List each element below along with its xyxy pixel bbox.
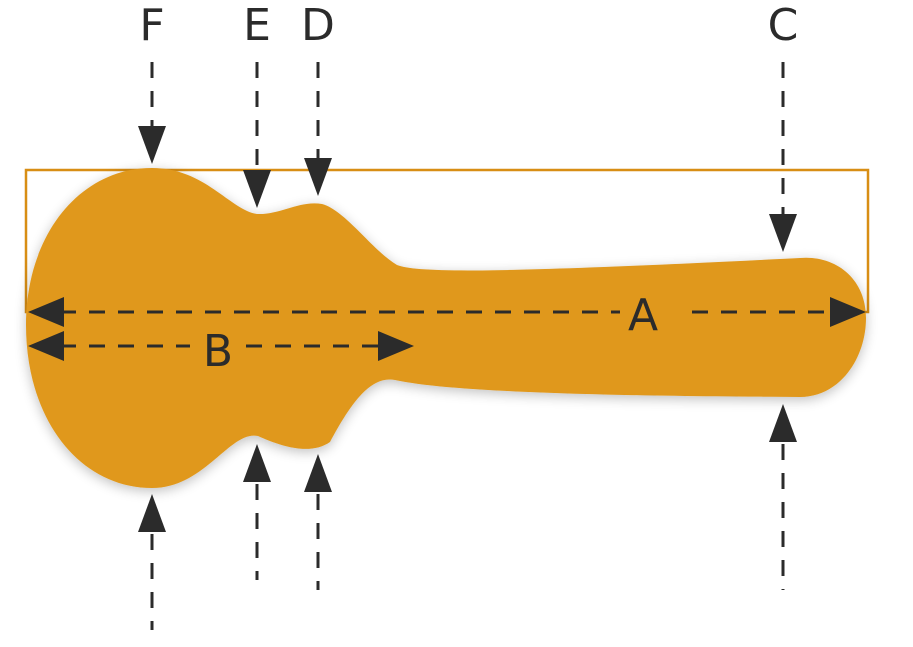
arrow-head-up-icon (243, 444, 271, 482)
label-b: B (203, 326, 233, 377)
label-a: A (628, 290, 658, 341)
arrow-head-left-icon (28, 331, 64, 361)
dimension-c: C (768, 0, 799, 590)
case-silhouette (26, 168, 866, 488)
dimension-a: A (28, 290, 866, 341)
arrow-head-down-icon (243, 170, 271, 208)
dimension-f: F (138, 0, 166, 630)
arrow-head-down-icon (138, 126, 166, 164)
arrow-head-up-icon (769, 404, 797, 442)
arrow-head-down-icon (304, 158, 332, 196)
label-f: F (139, 0, 164, 51)
dimension-d: D (301, 0, 335, 590)
label-c: C (768, 0, 799, 51)
arrow-head-right-icon (830, 297, 866, 327)
arrow-head-right-icon (378, 331, 414, 361)
label-d: D (301, 0, 335, 51)
arrow-head-down-icon (769, 214, 797, 252)
dimension-b: B (28, 326, 414, 377)
arrow-head-up-icon (304, 454, 332, 492)
dimension-e: E (243, 0, 271, 580)
arrow-head-up-icon (138, 494, 166, 532)
label-e: E (243, 0, 271, 51)
arrow-head-left-icon (28, 297, 64, 327)
